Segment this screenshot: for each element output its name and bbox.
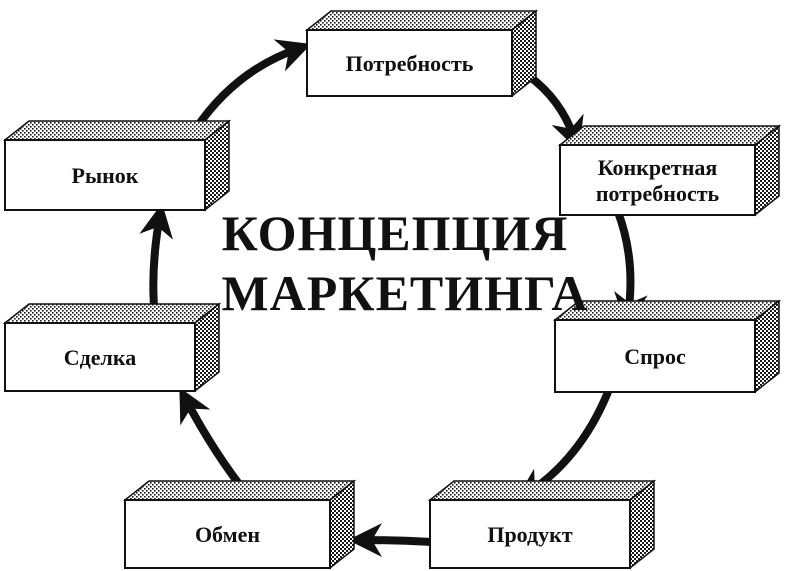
node-market-front-face [4,139,206,211]
node-exchange-top-face [122,480,357,501]
title-line-2: МАРКЕТИНГА [221,265,588,321]
node-need-front-face [306,29,513,97]
node-product-front-face [429,499,631,569]
node-product-top-face [427,480,657,501]
node-deal-label-1: Сделка [64,345,136,370]
arrow-exchange-to-deal-head [179,387,211,426]
arrow-deal-to-market [149,211,164,322]
node-demand-top-face [552,300,782,321]
node-deal-top-face [2,303,222,324]
arrow-market-to-need [191,44,304,134]
title-line-1: КОНЦЕПЦИЯ [222,205,569,261]
node-specific-need-label-1: Конкретная [598,155,718,180]
arrow-deal-to-market-head [139,203,173,240]
node-need-label-1: Потребность [346,51,474,76]
node-demand: Спрос [552,299,782,394]
node-deal-front-face [4,322,196,392]
node-market-label-1: Рынок [72,163,139,188]
node-exchange: Обмен [122,479,357,570]
arrow-product-to-exchange-head [348,523,383,558]
arrow-market-to-need-head [273,39,312,72]
node-demand-front-face [554,319,756,393]
cycle-nodes: ПотребностьКонкретнаяпотребностьСпросПро… [2,9,782,570]
node-product-label-1: Продукт [487,522,573,547]
node-product: Продукт [427,479,657,570]
node-market: Рынок [2,119,232,212]
node-specific-need-top-face [557,125,782,146]
node-exchange-front-face [124,499,331,569]
node-demand-label-1: Спрос [624,344,686,369]
node-specific-need-front-face [559,144,756,216]
node-need-top-face [304,10,539,31]
node-market-top-face [2,120,232,141]
node-exchange-label-1: Обмен [195,522,260,547]
arrow-demand-to-product [521,388,612,499]
node-specific-need-label-2: потребность [596,181,720,206]
node-deal: Сделка [2,302,222,393]
node-need: Потребность [304,9,539,98]
